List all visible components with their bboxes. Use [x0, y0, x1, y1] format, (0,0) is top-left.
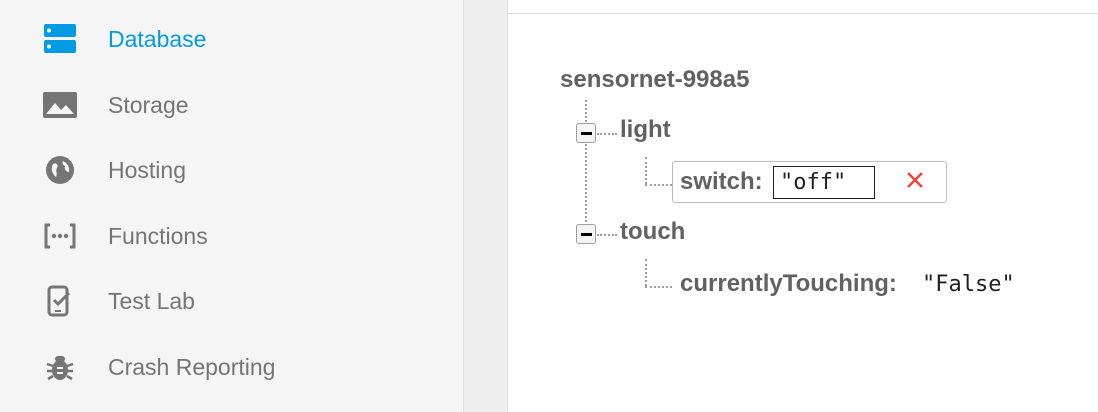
close-icon: [906, 171, 924, 194]
value-edit-input[interactable]: [773, 166, 875, 199]
toggle-touch-collapse[interactable]: [576, 224, 596, 244]
tree-value-currently-touching[interactable]: "False": [922, 272, 1015, 297]
sidebar-item-test-lab[interactable]: Test Lab: [0, 279, 463, 323]
sidebar-item-crash-reporting[interactable]: Crash Reporting: [0, 345, 463, 389]
sidebar-item-label: Test Lab: [108, 287, 195, 314]
tree-key-light[interactable]: light: [620, 116, 671, 143]
tree-connector: [645, 157, 647, 184]
test-lab-icon: [43, 284, 77, 318]
database-icon: [43, 22, 77, 56]
tree-connector: [585, 100, 587, 234]
sidebar-item-storage[interactable]: Storage: [0, 83, 463, 127]
sidebar-item-hosting[interactable]: Hosting: [0, 148, 463, 192]
sidebar-item-label: Hosting: [108, 156, 186, 183]
bug-icon: [43, 350, 77, 384]
sidebar-item-label: Storage: [108, 91, 189, 118]
sidebar-item-label: Database: [108, 25, 207, 52]
panel-header: [508, 0, 1098, 14]
sidebar: Database Storage Hosting: [0, 0, 464, 412]
sidebar-item-database[interactable]: Database: [0, 17, 463, 61]
sidebar-item-label: Functions: [108, 222, 208, 249]
remove-value-button[interactable]: [902, 166, 928, 198]
minus-icon: [580, 131, 592, 135]
sidebar-item-label: Crash Reporting: [108, 353, 276, 380]
tree-connector: [645, 286, 672, 288]
tree-connector: [645, 259, 647, 286]
tree-connector: [645, 184, 672, 186]
tree-key-switch: switch:: [680, 168, 763, 195]
tree-key-currently-touching: currentlyTouching:: [680, 270, 897, 297]
image-icon: [43, 88, 77, 122]
tree-key-touch[interactable]: touch: [620, 218, 686, 245]
tree-connector: [597, 234, 617, 236]
tree-root-name: sensornet-998a5: [560, 66, 750, 93]
database-tree-panel: sensornet-998a5 light switch: touch curr…: [507, 0, 1098, 412]
globe-icon: [43, 153, 77, 187]
tree-connector: [597, 133, 617, 135]
sidebar-item-functions[interactable]: Functions: [0, 214, 463, 258]
functions-icon: [43, 219, 77, 253]
minus-icon: [580, 232, 592, 236]
toggle-light-collapse[interactable]: [576, 123, 596, 143]
